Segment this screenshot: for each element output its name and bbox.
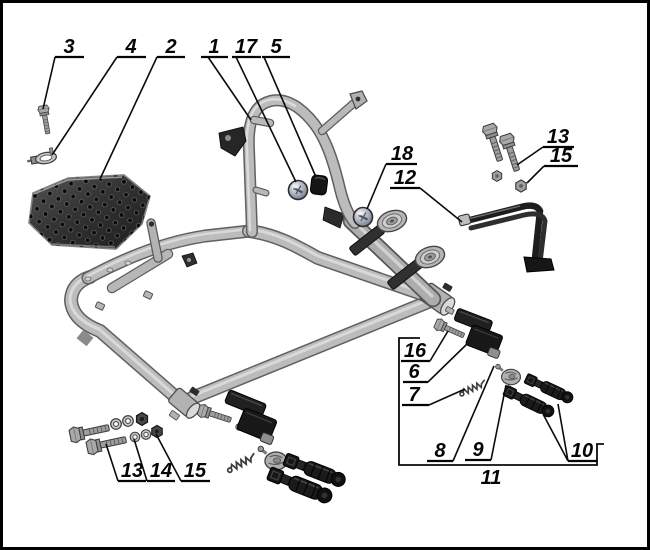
callout-underlines: [55, 55, 597, 483]
leader-3: [42, 56, 56, 110]
washer-b: [122, 415, 134, 427]
step-bracket-12: [457, 202, 555, 273]
bolt-left: [196, 402, 234, 427]
pivot-tube: [342, 212, 442, 308]
callout-12: 12: [394, 167, 416, 189]
frame-top-rail: [81, 224, 257, 285]
leader-1: [207, 56, 252, 121]
callout-3: 3: [63, 36, 74, 58]
leader-13-top: [516, 146, 544, 166]
callout-6: 6: [408, 361, 420, 383]
knuckle-9: [494, 362, 522, 386]
leader-15-bottom: [155, 433, 182, 482]
bracket-hole: [148, 221, 155, 227]
leader-15-top: [526, 165, 545, 184]
cap-17: [287, 179, 309, 201]
mount-arm-1: [349, 205, 411, 256]
callout-18: 18: [391, 143, 414, 165]
spring-left: [225, 452, 258, 474]
cap-18: [352, 206, 374, 228]
long-tube-tab: [181, 252, 198, 268]
leader-2: [99, 56, 158, 180]
bolt-13-bottom-b: [84, 431, 129, 457]
sleeve-tab-light: [168, 410, 180, 421]
bottom-sleeve: [168, 387, 201, 419]
sleeve-tab-light: [444, 306, 455, 315]
nut-dark-a: [135, 412, 149, 426]
frame-assembly: [63, 90, 456, 421]
callout-1: 1: [208, 36, 219, 58]
frame-long-tube: [242, 224, 438, 304]
callout-7: 7: [408, 384, 420, 406]
leader-16: [429, 330, 449, 362]
callout-13-top: 13: [547, 126, 569, 148]
callout-9: 9: [472, 439, 484, 461]
knuckle-left: [256, 444, 289, 472]
callout-5: 5: [270, 36, 282, 58]
leader-18: [366, 163, 387, 210]
sleeve-tab-dark: [189, 386, 200, 396]
sleeve-tab-dark: [442, 282, 453, 292]
callout-13-bottom: 13: [121, 460, 143, 482]
callout-4: 4: [124, 36, 136, 58]
frame-hoop: [242, 94, 361, 238]
leader-12: [419, 187, 463, 223]
bolt-3: [36, 104, 54, 136]
leader-6: [427, 343, 468, 383]
leader-10-a: [542, 413, 569, 462]
bolt-13-top-b: [497, 131, 525, 174]
hoop-brace: [317, 90, 368, 136]
callout-2: 2: [164, 36, 176, 58]
washer-a: [110, 418, 122, 430]
clamp-4: [27, 147, 57, 165]
hoop-nub: [252, 186, 270, 197]
callout-15-bottom: 15: [184, 460, 207, 482]
leader-7: [428, 388, 466, 406]
leader-14: [133, 438, 148, 482]
callout-15-top: 15: [550, 145, 573, 167]
leader-4: [51, 56, 118, 156]
nut-under-bolt: [491, 170, 503, 182]
rubber-cap-5: [309, 174, 329, 196]
callout-17: 17: [235, 36, 258, 58]
hoop-side-bracket: [218, 126, 247, 157]
leader-10-b: [557, 403, 569, 462]
callout-group-box: [398, 337, 604, 466]
leader-17: [235, 56, 297, 183]
callout-16: 16: [404, 340, 427, 362]
mount-arm-2: [387, 241, 449, 290]
leader-lines: [42, 56, 569, 482]
frame-tab: [142, 290, 154, 300]
frame-cross-tube: [185, 295, 435, 405]
washer-14-b: [140, 429, 152, 440]
footrest-support-bracket: [146, 218, 163, 263]
leader-9: [490, 384, 507, 461]
frame-main-loop: [63, 270, 193, 413]
junction-bracket: [322, 206, 345, 229]
leader-5: [263, 56, 317, 178]
callout-11-group: 11: [481, 467, 502, 489]
rail-bosses: [84, 260, 132, 282]
callout-14: 14: [150, 460, 172, 482]
leader-13-bottom: [105, 443, 119, 482]
callout-8: 8: [434, 440, 446, 462]
footrest-plate: [28, 174, 151, 250]
nut-15-top: [515, 179, 527, 193]
plate-holes: [29, 175, 150, 249]
frame-tab: [94, 301, 106, 311]
callout-10: 10: [571, 440, 593, 462]
callout-labels: 3 4 2 1 17 5 18 12 13 15 16 6 7 8 9 10 1…: [63, 36, 593, 489]
leader-8: [452, 365, 495, 462]
